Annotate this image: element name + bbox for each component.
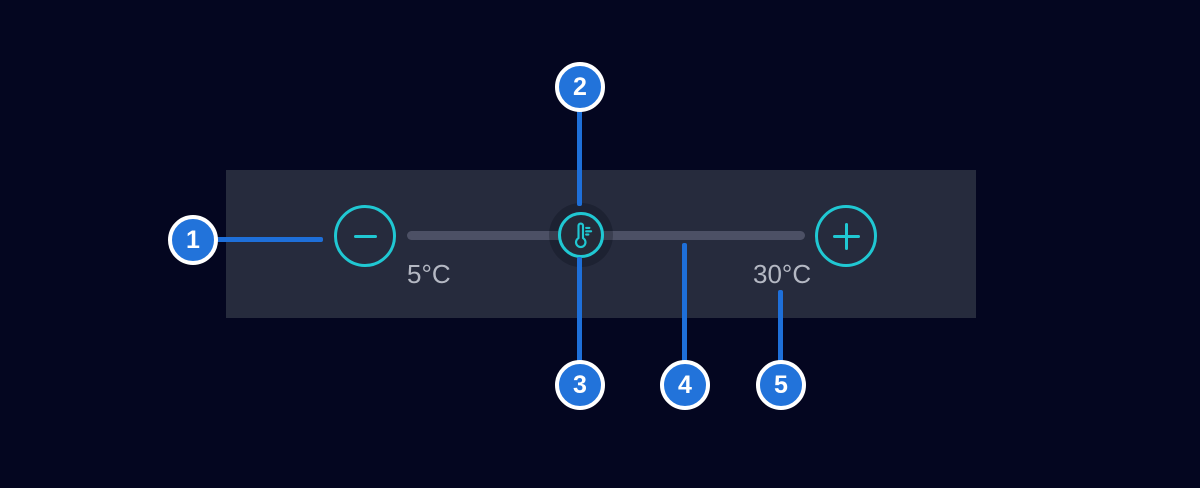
callout-badge-number: 4 (678, 370, 692, 399)
callout-badge-3: 3 (555, 360, 605, 410)
slider-track[interactable] (407, 231, 805, 240)
callout-badge-number: 3 (573, 370, 587, 399)
decrease-temperature-button[interactable] (334, 205, 396, 267)
callout-line-1 (215, 237, 323, 242)
minus-icon (353, 234, 377, 238)
callout-line-4 (682, 243, 687, 362)
callout-line-2 (577, 108, 582, 206)
callout-badge-number: 1 (186, 225, 200, 254)
callout-badge-1: 1 (168, 215, 218, 265)
callout-badge-5: 5 (756, 360, 806, 410)
callout-badge-2: 2 (555, 62, 605, 112)
callout-badge-number: 5 (774, 370, 788, 399)
thermometer-icon (574, 222, 593, 249)
slider-handle[interactable] (558, 212, 604, 258)
callout-badge-4: 4 (660, 360, 710, 410)
plus-icon (832, 222, 860, 250)
min-temperature-label: 5°C (407, 259, 451, 289)
callout-line-5 (778, 290, 783, 362)
temperature-slider-panel: 5°C 30°C (226, 170, 976, 318)
callout-badge-number: 2 (573, 72, 587, 101)
callout-line-3 (577, 257, 582, 362)
increase-temperature-button[interactable] (815, 205, 877, 267)
max-temperature-label: 30°C (753, 259, 812, 289)
